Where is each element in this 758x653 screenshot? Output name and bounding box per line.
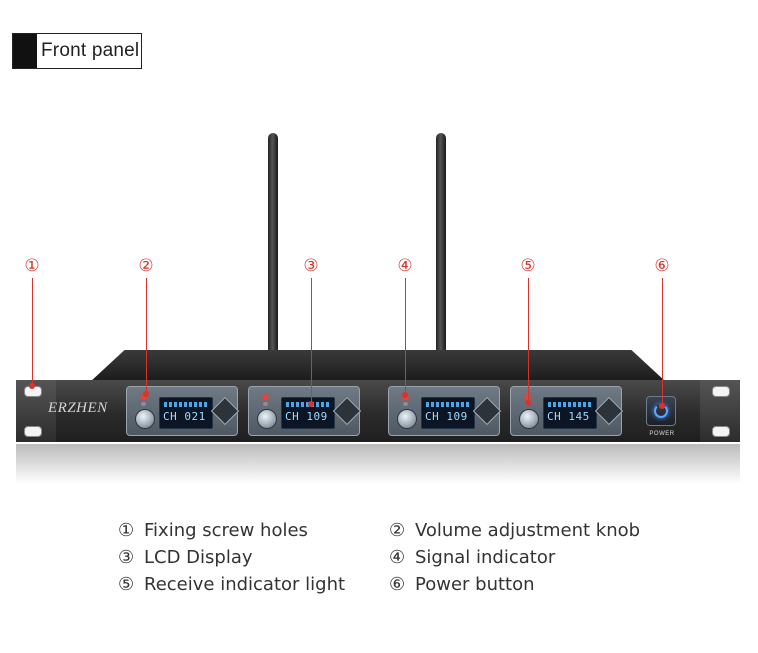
channel-readout: CH 145 — [547, 410, 590, 423]
channel-readout: CH 109 — [425, 410, 468, 423]
screw-hole — [712, 386, 730, 397]
callout-3-dot — [308, 401, 314, 407]
callout-3: ③ — [303, 256, 319, 276]
signal-bars — [548, 402, 592, 407]
antenna-right — [436, 133, 446, 351]
lcd-display: CH 109 — [421, 397, 475, 429]
screw-hole — [712, 426, 730, 437]
signal-bars — [426, 402, 470, 407]
legend-item: ⑤ Receive indicator light — [118, 574, 345, 595]
legend-label: Fixing screw holes — [144, 520, 308, 541]
legend-number: ⑤ — [118, 574, 135, 595]
legend-label: Receive indicator light — [144, 574, 346, 595]
callout-5: ⑤ — [520, 256, 536, 276]
legend-item: ② Volume adjustment knob — [389, 520, 640, 541]
channel-readout: CH 021 — [163, 410, 206, 423]
callout-6: ⑥ — [654, 256, 670, 276]
power-button[interactable] — [646, 396, 676, 426]
volume-knob[interactable] — [257, 409, 277, 429]
legend-label: Volume adjustment knob — [415, 520, 641, 541]
lcd-display: CH 145 — [543, 397, 597, 429]
legend-number: ② — [389, 520, 406, 541]
legend-label: LCD Display — [144, 547, 253, 568]
power-label: POWER — [649, 431, 675, 437]
signal-led — [525, 395, 530, 400]
antenna-left — [268, 133, 278, 351]
section-title: Front panel — [41, 40, 140, 61]
callout-6-leader — [662, 278, 663, 406]
status-led — [263, 402, 268, 406]
panel-reflection — [16, 444, 740, 484]
signal-bars — [164, 402, 208, 407]
section-header: Front panel — [12, 33, 142, 69]
callout-1-leader — [32, 278, 33, 386]
callout-4: ④ — [397, 256, 413, 276]
navigation-pad[interactable] — [594, 396, 624, 426]
legend-label: Signal indicator — [415, 547, 556, 568]
legend-number: ⑥ — [389, 574, 406, 595]
volume-knob[interactable] — [397, 409, 417, 429]
callout-1-dot — [29, 383, 35, 389]
legend-number: ④ — [389, 547, 406, 568]
status-led — [141, 402, 146, 406]
status-led — [403, 402, 408, 406]
legend-item: ⑥ Power button — [389, 574, 535, 595]
screw-hole — [24, 426, 42, 437]
legend-label: Power button — [415, 574, 535, 595]
callout-1: ① — [24, 256, 40, 276]
brand-logo: ERZHEN — [48, 400, 108, 416]
legend-item: ① Fixing screw holes — [118, 520, 308, 541]
navigation-pad[interactable] — [472, 396, 502, 426]
channel-readout: CH 109 — [285, 410, 328, 423]
legend-number: ③ — [118, 547, 135, 568]
power-icon — [654, 404, 668, 418]
legend-item: ④ Signal indicator — [389, 547, 555, 568]
legend-item: ③ LCD Display — [118, 547, 253, 568]
navigation-pad[interactable] — [210, 396, 240, 426]
receiver-module: CH 109 — [248, 386, 362, 436]
callout-4-leader — [405, 278, 406, 395]
lcd-display: CH 021 — [159, 397, 213, 429]
receiver-module: CH 145 — [510, 386, 624, 436]
front-panel — [16, 380, 740, 442]
callout-5-dot — [525, 400, 531, 406]
callout-2: ② — [138, 256, 154, 276]
chassis-top — [90, 350, 666, 382]
signal-led — [263, 395, 268, 400]
receiver-module: CH 021 — [126, 386, 240, 436]
callout-5-leader — [528, 278, 529, 403]
navigation-pad[interactable] — [332, 396, 362, 426]
volume-knob[interactable] — [135, 409, 155, 429]
volume-knob[interactable] — [519, 409, 539, 429]
header-accent-block — [13, 34, 37, 68]
legend-number: ① — [118, 520, 135, 541]
signal-led — [141, 395, 146, 400]
callout-2-leader — [146, 278, 147, 394]
callout-6-dot — [659, 403, 665, 409]
callout-4-dot — [402, 392, 408, 398]
callout-3-leader — [311, 278, 312, 404]
callout-2-dot — [143, 391, 149, 397]
